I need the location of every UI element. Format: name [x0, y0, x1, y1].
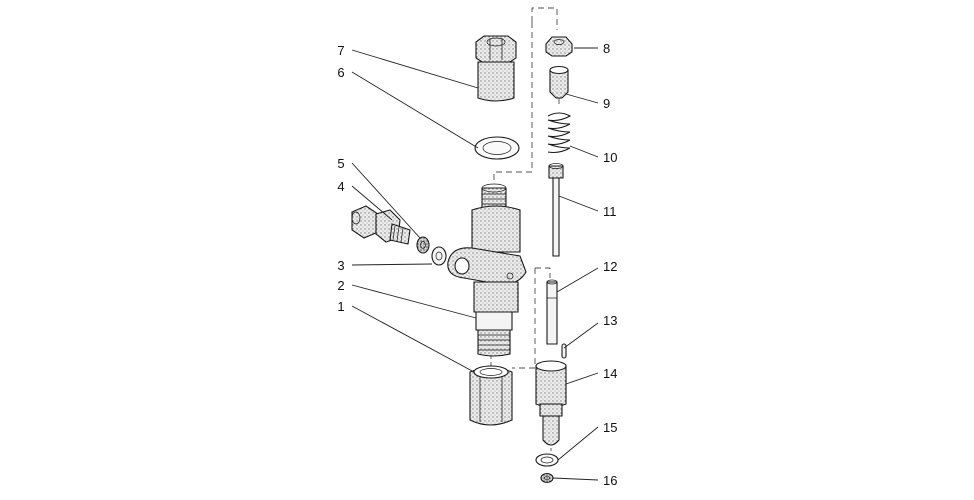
callout-4: 4: [337, 179, 344, 194]
part-1-nozzle-nut: [469, 365, 513, 426]
callout-13: 13: [603, 313, 617, 328]
callout-8: 8: [603, 41, 610, 56]
assembly-axis-lines: [490, 7, 558, 370]
part-11-push-rod: [548, 163, 564, 257]
part-6-washer: [474, 136, 520, 160]
part-13-pin: [561, 343, 567, 359]
part-4-fitting: [351, 205, 411, 245]
part-8-nut: [545, 36, 573, 57]
callout-7: 7: [337, 43, 344, 58]
callout-11: 11: [603, 204, 617, 219]
callout-3: 3: [337, 258, 344, 273]
callout-1: 1: [337, 299, 344, 314]
part-10-spring: [547, 112, 572, 154]
callout-14: 14: [603, 366, 617, 381]
callout-6: 6: [337, 65, 344, 80]
part-12-needle: [546, 279, 558, 345]
part-3-washer: [431, 246, 447, 266]
callout-15: 15: [603, 420, 617, 435]
callout-2: 2: [337, 278, 344, 293]
part-16-washer: [540, 472, 554, 484]
callout-labels: 1 2 3 4 5 6 7 8 9 10 11 12 13 14 15 16: [337, 41, 617, 488]
part-2-injector-body: [447, 183, 527, 357]
part-7-cap-nut: [475, 35, 517, 102]
part-15-washer: [535, 453, 559, 467]
callout-5: 5: [337, 156, 344, 171]
callout-16: 16: [603, 473, 617, 488]
part-9-spring-seat: [549, 65, 569, 104]
callout-12: 12: [603, 259, 617, 274]
leader-lines: [351, 47, 599, 481]
part-5-seal: [416, 236, 430, 254]
callout-9: 9: [603, 96, 610, 111]
callout-10: 10: [603, 150, 617, 165]
part-14-nozzle-body: [535, 360, 567, 451]
